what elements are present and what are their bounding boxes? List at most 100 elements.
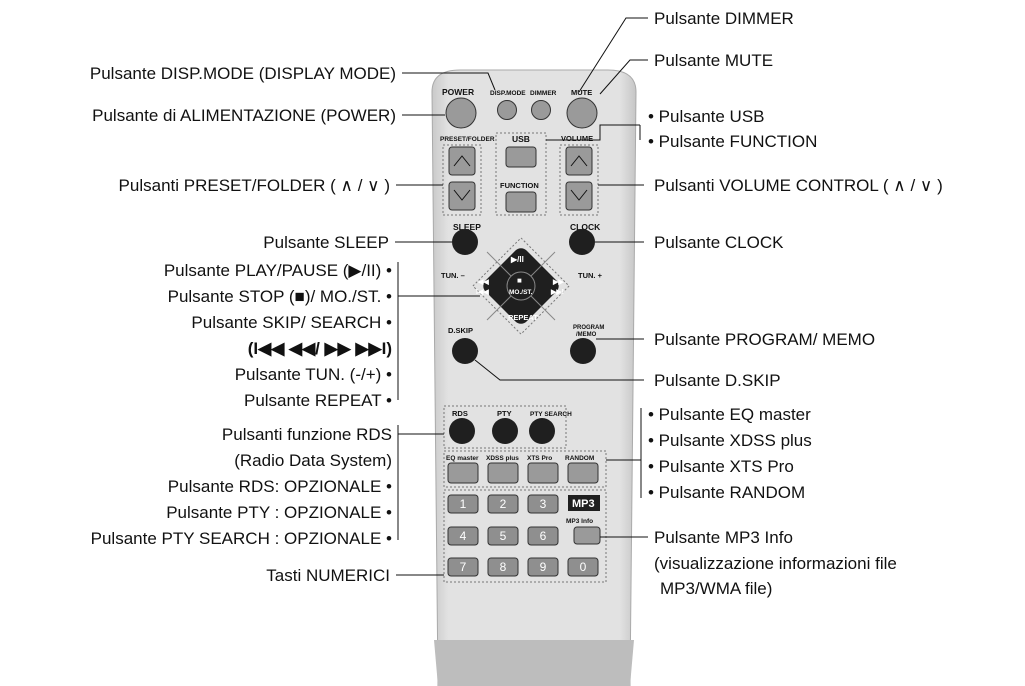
preset-folder-key-label: PRESET/FOLDER xyxy=(440,136,495,143)
leader-dskip xyxy=(474,359,644,381)
preset-up-button[interactable] xyxy=(448,146,476,176)
digit-7-button[interactable] xyxy=(447,557,479,577)
callout-play-pause: Pulsante PLAY/PAUSE (▶/II) • xyxy=(164,261,392,280)
digit-8-button[interactable] xyxy=(487,557,519,577)
usb-key-label: USB xyxy=(512,134,530,144)
xdss-plus-button[interactable] xyxy=(487,462,519,484)
callout-mute: Pulsante MUTE xyxy=(654,51,773,70)
callout-program: Pulsante PROGRAM/ MEMO xyxy=(654,330,875,349)
leader-dispmode xyxy=(402,72,496,91)
preset-down-button[interactable] xyxy=(448,181,476,211)
leader-lines xyxy=(395,17,648,576)
program-memo-button[interactable] xyxy=(570,338,596,364)
clock-button[interactable] xyxy=(569,229,595,255)
mp3-info-button[interactable] xyxy=(573,526,601,545)
usb-button[interactable] xyxy=(505,146,537,168)
callout-pty-optional: Pulsante PTY : OPZIONALE • xyxy=(166,503,392,522)
mute-button[interactable] xyxy=(566,97,598,129)
program-key-label-2: /MEMO xyxy=(576,332,597,338)
dispmode-button[interactable] xyxy=(497,100,517,120)
digit-7-label: 7 xyxy=(460,560,467,574)
dskip-key-label: D.SKIP xyxy=(448,326,473,335)
callout-skip-symbols: (I◀◀ ◀◀/ ▶▶ ▶▶I) xyxy=(248,339,392,358)
digit-6-label: 6 xyxy=(540,529,547,543)
volume-group-frame xyxy=(559,144,599,216)
digit-9-button[interactable] xyxy=(527,557,559,577)
callout-tun: Pulsante TUN. (-/+) • xyxy=(235,365,392,384)
callout-random: • Pulsante RANDOM xyxy=(648,483,805,502)
play-pause-button[interactable]: ▶/II xyxy=(510,255,524,264)
callout-eq: • Pulsante EQ master xyxy=(648,405,811,424)
fast-forward-button[interactable]: ▶▶ xyxy=(552,279,564,286)
callout-mp3info-line2: (visualizzazione informazioni file xyxy=(654,554,897,573)
pty-search-button[interactable] xyxy=(529,418,555,444)
rds-button[interactable] xyxy=(449,418,475,444)
callout-clock: Pulsante CLOCK xyxy=(654,233,784,252)
digit-1-label: 1 xyxy=(460,497,467,511)
digit-2-button[interactable] xyxy=(487,494,519,514)
most-key-label: MO./ST. xyxy=(509,289,533,296)
dskip-button[interactable] xyxy=(452,338,478,364)
preset-up-icon xyxy=(453,155,471,167)
leader-usb xyxy=(546,124,640,141)
digit-5-button[interactable] xyxy=(487,526,519,546)
digit-0-label: 0 xyxy=(580,560,587,574)
preset-down-icon xyxy=(453,189,471,201)
rewind-button[interactable]: ◀◀ xyxy=(477,279,489,286)
callout-mp3info-line3: MP3/WMA file) xyxy=(660,579,772,598)
eq-master-button[interactable] xyxy=(447,462,479,484)
stop-most-button[interactable] xyxy=(506,271,536,301)
random-button[interactable] xyxy=(567,462,599,484)
pty-key-label: PTY xyxy=(497,409,512,418)
rds-key-label: RDS xyxy=(452,409,468,418)
volume-up-button[interactable] xyxy=(565,146,593,176)
volume-down-button[interactable] xyxy=(565,181,593,211)
digit-0-button[interactable] xyxy=(567,557,599,577)
callout-rds-line2: (Radio Data System) xyxy=(234,451,392,470)
sleep-key-label: SLEEP xyxy=(453,222,481,232)
dimmer-button[interactable] xyxy=(531,100,551,120)
xts-key-label: XTS Pro xyxy=(527,455,552,462)
dimmer-key-label: DIMMER xyxy=(530,90,557,97)
callout-rds-optional: Pulsante RDS: OPZIONALE • xyxy=(168,477,392,496)
callout-function: • Pulsante FUNCTION xyxy=(648,132,817,151)
rds-group-frame xyxy=(443,405,567,449)
callout-mp3info-line1: Pulsante MP3 Info xyxy=(654,528,793,547)
callout-dispmode: Pulsante DISP.MODE (DISPLAY MODE) xyxy=(90,64,396,83)
callout-skip: Pulsante SKIP/ SEARCH • xyxy=(191,313,392,332)
callout-rds-line1: Pulsanti funzione RDS xyxy=(222,425,392,444)
random-key-label: RANDOM xyxy=(565,455,594,462)
digit-1-button[interactable] xyxy=(447,494,479,514)
usb-function-frame xyxy=(495,132,547,216)
ptysearch-key-label: PTY SEARCH xyxy=(530,411,572,418)
function-key-label: FUNCTION xyxy=(500,181,539,190)
volume-down-icon xyxy=(570,189,588,201)
sleep-button[interactable] xyxy=(452,229,478,255)
digit-4-button[interactable] xyxy=(447,526,479,546)
digit-9-label: 9 xyxy=(540,560,547,574)
mp3-badge xyxy=(568,495,600,511)
callout-preset: Pulsanti PRESET/FOLDER ( ∧ / ∨ ) xyxy=(119,176,390,195)
callout-xts: • Pulsante XTS Pro xyxy=(648,457,794,476)
digit-3-button[interactable] xyxy=(527,494,559,514)
remote-body-bottom xyxy=(434,640,634,686)
digit-6-button[interactable] xyxy=(527,526,559,546)
digit-5-label: 5 xyxy=(500,529,507,543)
previous-button[interactable]: I◀◀ xyxy=(476,289,489,296)
power-button[interactable] xyxy=(445,97,477,129)
digit-8-label: 8 xyxy=(500,560,507,574)
pty-button[interactable] xyxy=(492,418,518,444)
xdss-key-label: XDSS plus xyxy=(486,455,519,462)
next-button[interactable]: ▶▶I xyxy=(550,289,564,296)
eq-group-frame xyxy=(443,450,607,488)
xts-pro-button[interactable] xyxy=(527,462,559,484)
clock-key-label: CLOCK xyxy=(570,222,601,232)
mp3-badge-text: MP3 xyxy=(572,498,595,510)
function-button[interactable] xyxy=(505,191,537,213)
repeat-button[interactable]: REPEAT xyxy=(508,313,538,322)
digit-2-label: 2 xyxy=(500,497,507,511)
callout-dimmer: Pulsante DIMMER xyxy=(654,9,794,28)
callout-stop: Pulsante STOP (■)/ MO./ST. • xyxy=(168,287,392,306)
